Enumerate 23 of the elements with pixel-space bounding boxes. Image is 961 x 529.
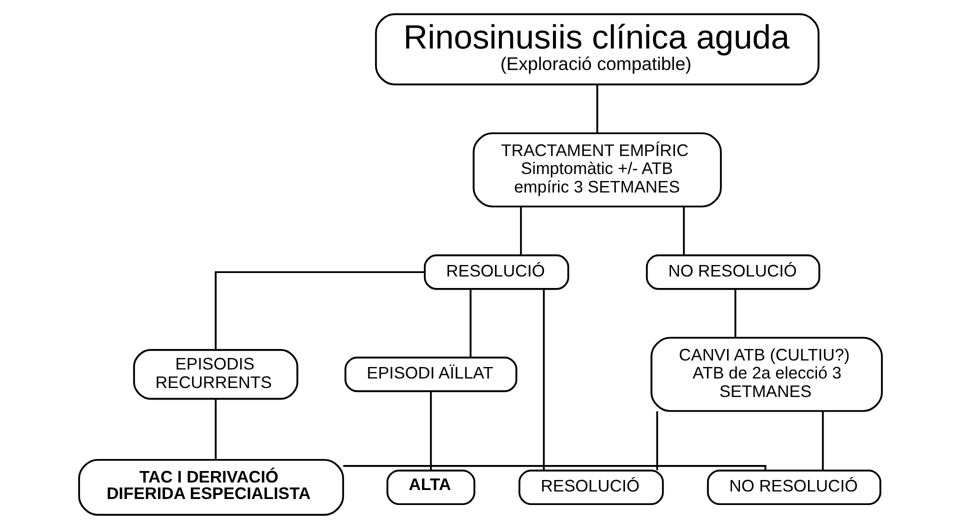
connector: [214, 271, 424, 350]
node-box: RESOLUCIÓ: [518, 470, 664, 506]
connector: [656, 411, 658, 470]
node-box: EPISODIS RECURRENTS: [133, 349, 298, 400]
node-box: TAC I DERIVACIÓ DIFERIDA ESPECIALISTA: [78, 458, 344, 516]
connector: [430, 392, 432, 470]
node-box: NO RESOLUCIÓ: [707, 470, 882, 506]
connector: [596, 84, 598, 133]
connector: [734, 289, 736, 338]
node-box: TRACTAMENT EMPÍRIC Simptomàtic +/- ATB empíric 3 SETMANES: [472, 132, 722, 208]
connector: [214, 398, 217, 460]
node-box: RESOLUCIÓ: [424, 254, 570, 290]
node-box: ALTA: [386, 470, 476, 506]
connector: [520, 206, 522, 256]
node-box: CANVI ATB (CULTIU?) ATB de 2a elecció 3 SETMANES: [650, 336, 883, 412]
node-box: EPISODI AÏLLAT: [344, 356, 518, 392]
node-box: NO RESOLUCIÓ: [646, 254, 820, 290]
connector: [343, 465, 766, 470]
connector: [470, 289, 472, 358]
node-box: Rinosinusiis clínica aguda (Exploració compatible): [375, 13, 820, 86]
connector: [682, 206, 685, 256]
connector: [822, 411, 824, 470]
connector: [542, 289, 545, 471]
